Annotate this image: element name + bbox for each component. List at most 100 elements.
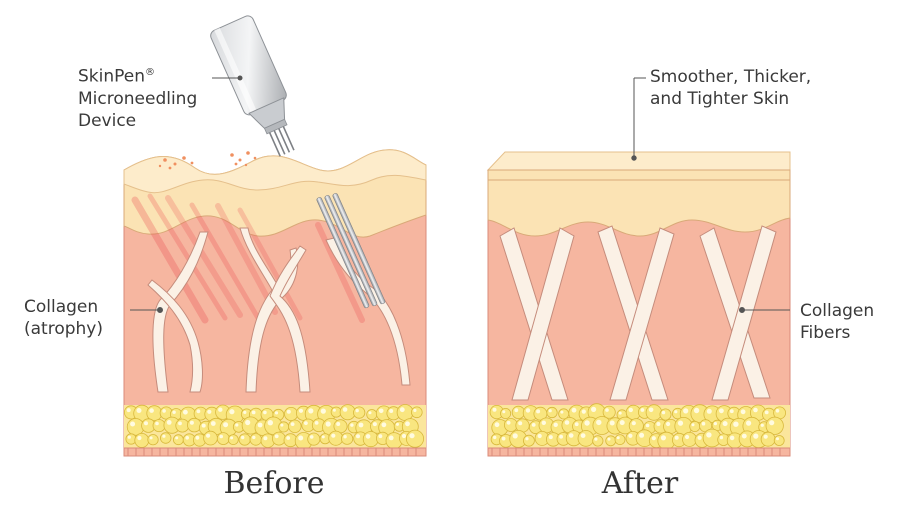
fat-cell xyxy=(773,435,785,446)
before-fat-layer xyxy=(123,404,427,457)
fat-cell-highlight xyxy=(713,422,718,426)
fat-cell-highlight xyxy=(286,409,291,414)
fat-cell-highlight xyxy=(753,407,758,413)
fat-cell-highlight xyxy=(677,420,684,426)
collagen-after-line2: Fibers xyxy=(800,323,851,343)
collagen-after-line1: Collagen xyxy=(800,301,875,321)
fat-cell-highlight xyxy=(175,436,179,440)
fat-cell xyxy=(278,421,290,433)
fat-cell-highlight xyxy=(149,408,154,413)
fat-cell-highlight xyxy=(172,410,176,414)
after-fat-layer xyxy=(487,403,791,457)
fat-cell-highlight xyxy=(356,434,360,439)
fat-cell-highlight xyxy=(195,435,200,440)
fat-cell-highlight xyxy=(321,435,325,439)
fat-cell-highlight xyxy=(537,433,542,439)
fat-cell-highlight xyxy=(760,423,764,427)
fat-cell xyxy=(546,406,558,419)
leader-lines xyxy=(130,77,790,313)
fat-cell xyxy=(271,431,286,446)
fat-cell xyxy=(134,432,150,448)
fat-cell-highlight xyxy=(640,408,645,412)
fat-cell-highlight xyxy=(162,434,166,438)
fat-cell-highlight xyxy=(332,408,336,412)
fat-cell-highlight xyxy=(409,433,415,439)
fat-cell-highlight xyxy=(769,420,775,426)
fat-cell-highlight xyxy=(693,407,700,414)
device-line2: Microneedling xyxy=(78,88,198,109)
fat-cell-highlight xyxy=(616,436,620,440)
fat-cell-highlight xyxy=(776,437,779,441)
fat-cell-highlight xyxy=(564,420,570,425)
fat-cell-highlight xyxy=(493,435,497,440)
fat-cell xyxy=(284,406,299,421)
fat-cell-highlight xyxy=(298,408,304,413)
fat-cell xyxy=(511,405,526,419)
fat-cell-highlight xyxy=(628,433,633,438)
fat-cell-highlight xyxy=(733,421,739,427)
before-skin-surface xyxy=(123,149,427,194)
fat-cell-highlight xyxy=(130,421,136,427)
fat-cell-highlight xyxy=(568,433,574,438)
device-line3: Device xyxy=(78,110,137,131)
fat-cell-highlight xyxy=(127,435,131,439)
fat-cell-highlight xyxy=(494,422,500,428)
fat-cell-highlight xyxy=(518,421,523,426)
fat-cell-highlight xyxy=(336,422,341,426)
fat-cell xyxy=(249,433,263,446)
fat-cell-highlight xyxy=(389,409,394,413)
fat-cell-highlight xyxy=(591,406,597,412)
fat-cell-highlight xyxy=(618,411,622,415)
fat-cell-highlight xyxy=(183,409,188,415)
fat-cell-highlight xyxy=(541,420,546,425)
collagen-atrophy-label: Collagen (atrophy) xyxy=(24,296,103,340)
before-caption: Before xyxy=(223,466,325,501)
fat-cell-highlight xyxy=(358,422,364,428)
fat-cell-highlight xyxy=(628,407,633,413)
fat-cell-highlight xyxy=(674,410,678,414)
after-skin-surface xyxy=(486,151,791,171)
fat-cell-highlight xyxy=(304,421,308,425)
fat-cell-highlight xyxy=(219,434,223,439)
fat-cell-highlight xyxy=(605,408,609,412)
fat-cell-highlight xyxy=(245,419,251,426)
fat-cell-highlight xyxy=(548,409,552,413)
fat-cell-highlight xyxy=(206,433,211,438)
fat-cell-highlight xyxy=(581,409,586,414)
fat-cell xyxy=(216,432,230,446)
before-micro-injury-dots xyxy=(158,151,257,170)
fat-cell xyxy=(500,407,512,419)
fat-cell-highlight xyxy=(166,420,172,425)
fat-cell-highlight xyxy=(502,410,506,414)
fat-cell-highlight xyxy=(210,421,216,426)
fat-cell-highlight xyxy=(722,421,728,427)
fat-cell-highlight xyxy=(596,419,602,426)
fat-cell xyxy=(288,419,302,434)
fat-cell-highlight xyxy=(178,421,182,426)
fat-cell-highlight xyxy=(651,436,656,441)
fat-cell-highlight xyxy=(536,409,541,414)
fat-cell-highlight xyxy=(137,435,142,441)
before-needle-channels xyxy=(131,193,365,324)
fat-cell-highlight xyxy=(405,421,410,427)
fat-cell xyxy=(396,404,414,421)
fat-cell-highlight xyxy=(674,435,679,440)
fat-cell-highlight xyxy=(365,434,371,439)
fat-cell-highlight xyxy=(706,408,712,414)
fat-cell-highlight xyxy=(753,433,759,439)
fat-cell xyxy=(152,419,166,433)
fat-cell-highlight xyxy=(381,422,387,428)
after-top-line1: Smoother, Thicker, xyxy=(650,67,812,87)
fat-cell xyxy=(405,429,424,448)
device-name: SkinPen xyxy=(78,66,146,87)
fat-cell-highlight xyxy=(155,421,159,426)
fat-cell-highlight xyxy=(314,421,319,425)
fat-cell-highlight xyxy=(639,432,645,438)
after-epidermis-layer xyxy=(487,179,791,237)
fat-cell-highlight xyxy=(126,408,131,413)
fat-cell-highlight xyxy=(201,423,206,428)
fat-cell-highlight xyxy=(531,423,536,427)
registered-mark: ® xyxy=(145,67,156,78)
fat-cell-highlight xyxy=(514,408,519,413)
